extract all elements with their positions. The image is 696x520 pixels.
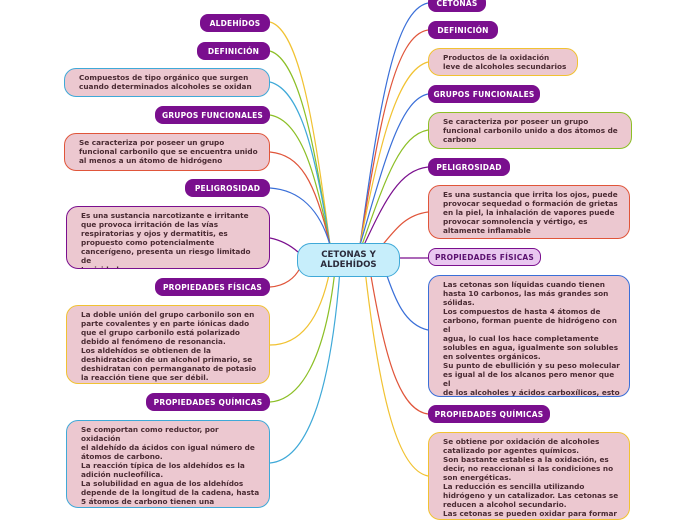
connector-pelig-left-box (269, 237, 299, 253)
connector-def-right-box (359, 61, 429, 246)
connector-pelig-right (363, 166, 429, 246)
connector-def-left (269, 50, 331, 246)
label-definicion-right[interactable]: DEFINICIÓN (428, 21, 498, 39)
box-grupos-left[interactable]: Se caracteriza por poseer un grupo funci… (64, 133, 270, 171)
label-cetonas[interactable]: CETONAS (428, 0, 486, 12)
label-fisicas-right[interactable]: PROPIEDADES FÍSICAS (428, 248, 541, 266)
connector-quim-left (269, 269, 336, 403)
connector-fis-right-box (384, 269, 429, 331)
box-fisicas-left[interactable]: La doble unión del grupo carbonilo son e… (66, 305, 270, 384)
connector-def-left-box (269, 81, 331, 246)
label-grupos-left[interactable]: GRUPOS FUNCIONALES (155, 106, 270, 124)
box-quimicas-left[interactable]: Se comportan como reductor, por oxidació… (66, 420, 270, 508)
box-peligrosidad-left[interactable]: Es una sustancia narcotizante e irritant… (66, 206, 270, 269)
central-topic[interactable]: CETONAS Y ALDEHÍDOS (297, 243, 400, 277)
label-grupos-right[interactable]: GRUPOS FUNCIONALES (428, 85, 540, 103)
box-quimicas-right[interactable]: Se obtiene por oxidación de alcoholes ca… (428, 432, 630, 520)
connector-pelig-left (269, 187, 331, 246)
label-definicion-left[interactable]: DEFINICIÓN (197, 42, 270, 60)
connector-quim-right-box (364, 269, 429, 477)
connector-grupos-left-box (269, 151, 331, 246)
label-quimicas-left[interactable]: PROPIEDADES QUÍMICAS (146, 393, 270, 411)
label-fisicas-left[interactable]: PROPIEDADES FÍSICAS (155, 278, 270, 296)
connector-fis-left-box (269, 269, 331, 346)
label-quimicas-right[interactable]: PROPIEDADES QUÍMICAS (428, 405, 550, 423)
box-definicion-left[interactable]: Compuestos de tipo orgánico que surgen c… (64, 68, 270, 97)
label-peligrosidad-left[interactable]: PELIGROSIDAD (185, 179, 270, 197)
connector-quim-left-box (269, 269, 341, 464)
box-peligrosidad-right[interactable]: Es una sustancia que irrita los ojos, pu… (428, 185, 630, 239)
box-definicion-right[interactable]: Productos de la oxidación leve de alcoho… (428, 48, 578, 76)
box-fisicas-right[interactable]: Las cetonas son líquidas cuando tienen h… (428, 275, 630, 397)
connector-grupos-left (269, 114, 331, 246)
connector-quim-right (369, 269, 429, 415)
label-aldehidos[interactable]: ALDEHÍDOS (200, 14, 270, 32)
box-grupos-right[interactable]: Se caracteriza por poseer un grupo funci… (428, 112, 632, 149)
connector-fis-left (269, 267, 301, 288)
connector-def-right (359, 29, 429, 246)
connector-aldehidos (269, 21, 331, 246)
connector-grupos-right-box (361, 129, 429, 246)
label-peligrosidad-right[interactable]: PELIGROSIDAD (428, 158, 510, 176)
connector-grupos-right (359, 93, 429, 246)
connector-cetonas (359, 2, 429, 246)
